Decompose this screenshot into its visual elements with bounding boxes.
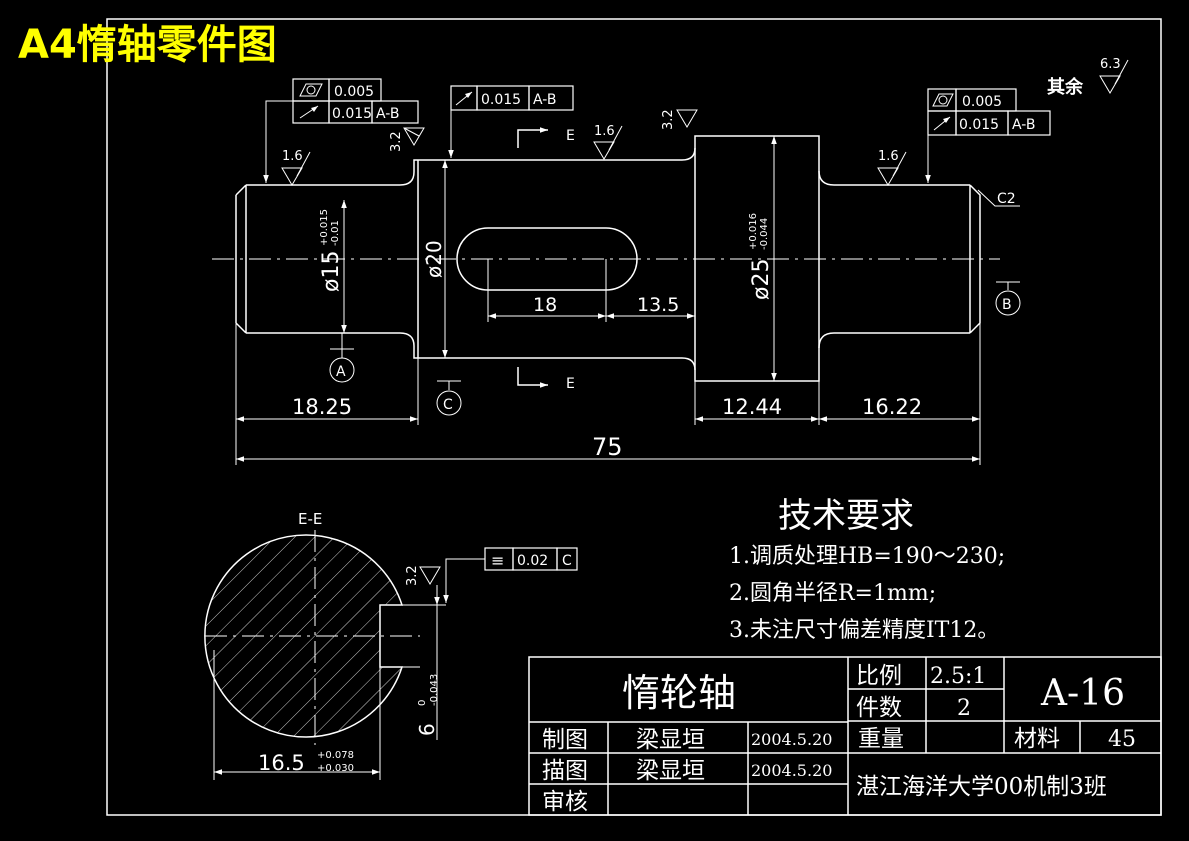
- dim-keyway-length: 18: [533, 294, 557, 316]
- gtol-left-ref: A-B: [376, 106, 399, 122]
- drawn-label: 制图: [542, 727, 588, 753]
- section-title: E-E: [298, 510, 322, 528]
- roughness-mid: 1.6: [594, 124, 615, 139]
- roughness-symbols: 1.6 3.2 1.6 3.2 1.6: [281, 109, 907, 186]
- drawn-date: 2004.5.20: [751, 730, 832, 749]
- section-sym-ref: C: [562, 553, 572, 569]
- drawn-name: 梁显垣: [636, 727, 705, 753]
- checked-label: 审核: [542, 789, 588, 815]
- roughness-other: 其余 6.3: [1047, 57, 1129, 98]
- roughness-left-face: 3.2: [389, 131, 404, 152]
- roughness-other-value: 6.3: [1100, 57, 1121, 72]
- dim-chamfer: C2: [997, 191, 1016, 207]
- section-sym-value: 0.02: [517, 553, 548, 569]
- dim-d15-lower: -0.01: [330, 220, 341, 246]
- requirement-2: 2.圆角半径R=1mm;: [729, 581, 936, 606]
- material-label: 材料: [1014, 726, 1060, 752]
- page-title: A4惰轴零件图: [18, 22, 277, 68]
- datum-b: B: [995, 281, 1021, 316]
- section-mark-top: E: [566, 128, 575, 144]
- section-dia: 16.5: [258, 751, 305, 775]
- dim-d15-upper: +0.015: [319, 209, 330, 246]
- requirement-1: 1.调质处理HB=190～230;: [729, 544, 1005, 569]
- gtol-right-runout: 0.005: [962, 94, 1002, 110]
- organization: 湛江海洋大学00机制3班: [856, 774, 1107, 800]
- qty-label: 件数: [856, 695, 902, 721]
- title-block: 惰轮轴 比例 2.5:1 件数 2 A-16 制图 梁显垣 2004.5.20 …: [528, 656, 1162, 816]
- datum-b-label: B: [1002, 297, 1012, 313]
- roughness-other-label: 其余: [1047, 76, 1084, 98]
- dim-d25: ø25: [749, 259, 774, 300]
- dim-d15: ø15: [319, 251, 344, 292]
- traced-label: 描图: [542, 758, 588, 784]
- dim-d25-lower: -0.044: [759, 218, 770, 250]
- technical-requirements: 技术要求 1.调质处理HB=190～230; 2.圆角半径R=1mm; 3.未注…: [729, 496, 1005, 643]
- requirements-heading: 技术要求: [778, 496, 914, 536]
- scale-label: 比例: [856, 663, 902, 689]
- dim-d20: ø20: [422, 240, 446, 278]
- gtol-mid-circ: 0.015: [481, 92, 521, 108]
- gtol-left: 0.005 0.015 A-B: [263, 78, 419, 183]
- roughness-left: 1.6: [282, 149, 303, 164]
- gtol-right-circ: 0.015: [959, 117, 999, 133]
- qty-value: 2: [957, 696, 971, 721]
- roughness-right: 1.6: [878, 149, 899, 164]
- section-dia-lower: +0.030: [317, 763, 354, 774]
- requirement-3: 3.未注尺寸偏差精度IT12。: [729, 618, 999, 643]
- traced-name: 梁显垣: [636, 758, 705, 784]
- weight-label: 重量: [858, 726, 904, 752]
- gtol-left-runout: 0.005: [334, 84, 374, 100]
- section-sym-symbol: ≡: [491, 551, 504, 570]
- gtol-right: 0.005 0.015 A-B: [925, 88, 1051, 183]
- gtol-right-ref: A-B: [1012, 117, 1035, 133]
- material-value: 45: [1108, 727, 1136, 752]
- gtol-mid: 0.015 A-B: [448, 85, 574, 158]
- gtol-mid-ref: A-B: [533, 92, 556, 108]
- section-key-dim: 6: [415, 723, 439, 736]
- traced-date: 2004.5.20: [751, 761, 832, 780]
- section-hatch: [204, 535, 402, 737]
- dim-shoulder-length: 12.44: [722, 395, 782, 419]
- drawing-number: A-16: [1040, 673, 1125, 714]
- section-view: E-E 6 0 -0.043 16.5 +0.078 +0.030 3.2 ≡ …: [204, 510, 578, 780]
- scale-value: 2.5:1: [930, 664, 986, 689]
- datum-c-label: C: [443, 397, 453, 413]
- roughness-shoulder-face: 3.2: [661, 109, 676, 130]
- section-key-upper: 0: [417, 700, 428, 706]
- dim-left-length: 18.25: [292, 395, 352, 419]
- datum-c: C: [436, 380, 462, 416]
- datum-a: A: [329, 333, 355, 383]
- datum-a-label: A: [336, 364, 346, 380]
- section-roughness: 3.2: [405, 565, 420, 586]
- dim-d25-upper: +0.016: [748, 213, 759, 250]
- section-mark-bottom: E: [566, 376, 575, 392]
- part-name: 惰轮轴: [622, 671, 736, 715]
- dim-right-length: 16.22: [862, 395, 922, 419]
- shaft-dimensions: ø15 +0.015 -0.01 ø20 ø25 +0.016 -0.044 1…: [235, 136, 1020, 465]
- gtol-left-circ: 0.015: [332, 106, 372, 122]
- dim-keyway-offset: 13.5: [637, 294, 679, 316]
- section-dia-upper: +0.078: [317, 750, 354, 761]
- dim-total-length: 75: [592, 433, 623, 461]
- section-key-lower: -0.043: [429, 674, 440, 706]
